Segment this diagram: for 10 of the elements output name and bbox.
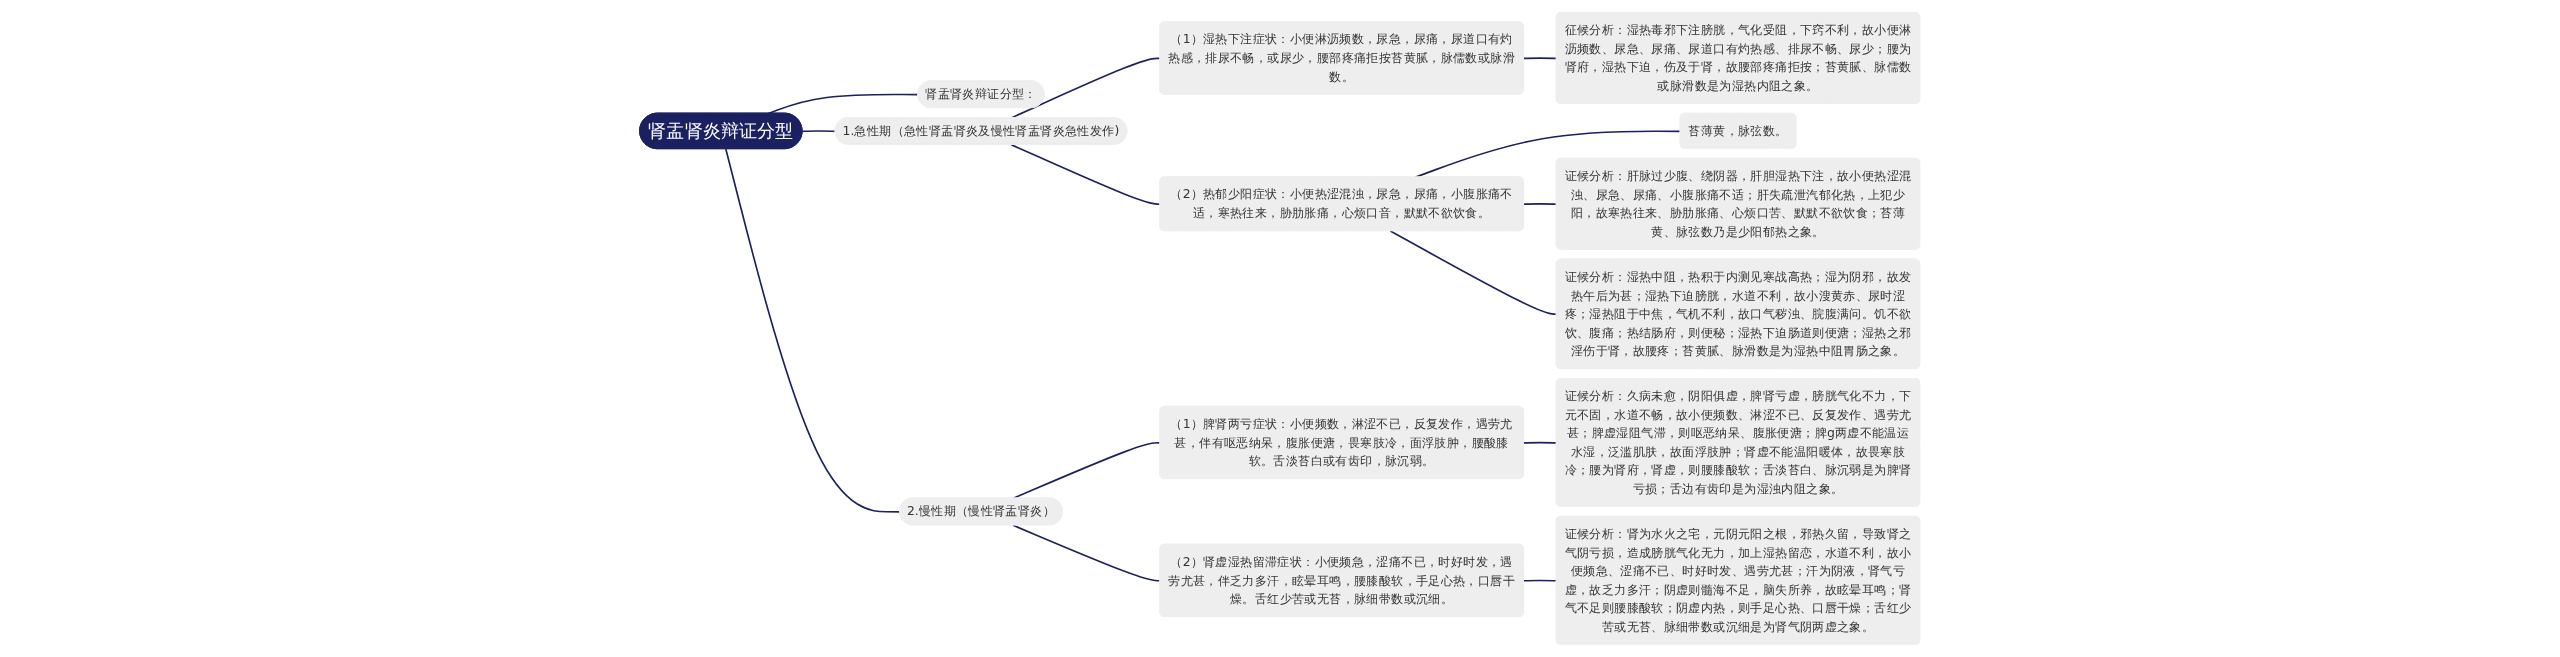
connector <box>1523 203 1558 206</box>
connector <box>1012 524 1162 582</box>
connector <box>1523 579 1558 582</box>
connector <box>1523 441 1558 444</box>
connector <box>1010 143 1162 206</box>
connector <box>1523 57 1558 60</box>
connector <box>1012 441 1162 500</box>
connector <box>1389 230 1558 316</box>
connector <box>802 130 837 133</box>
connector <box>768 93 920 115</box>
